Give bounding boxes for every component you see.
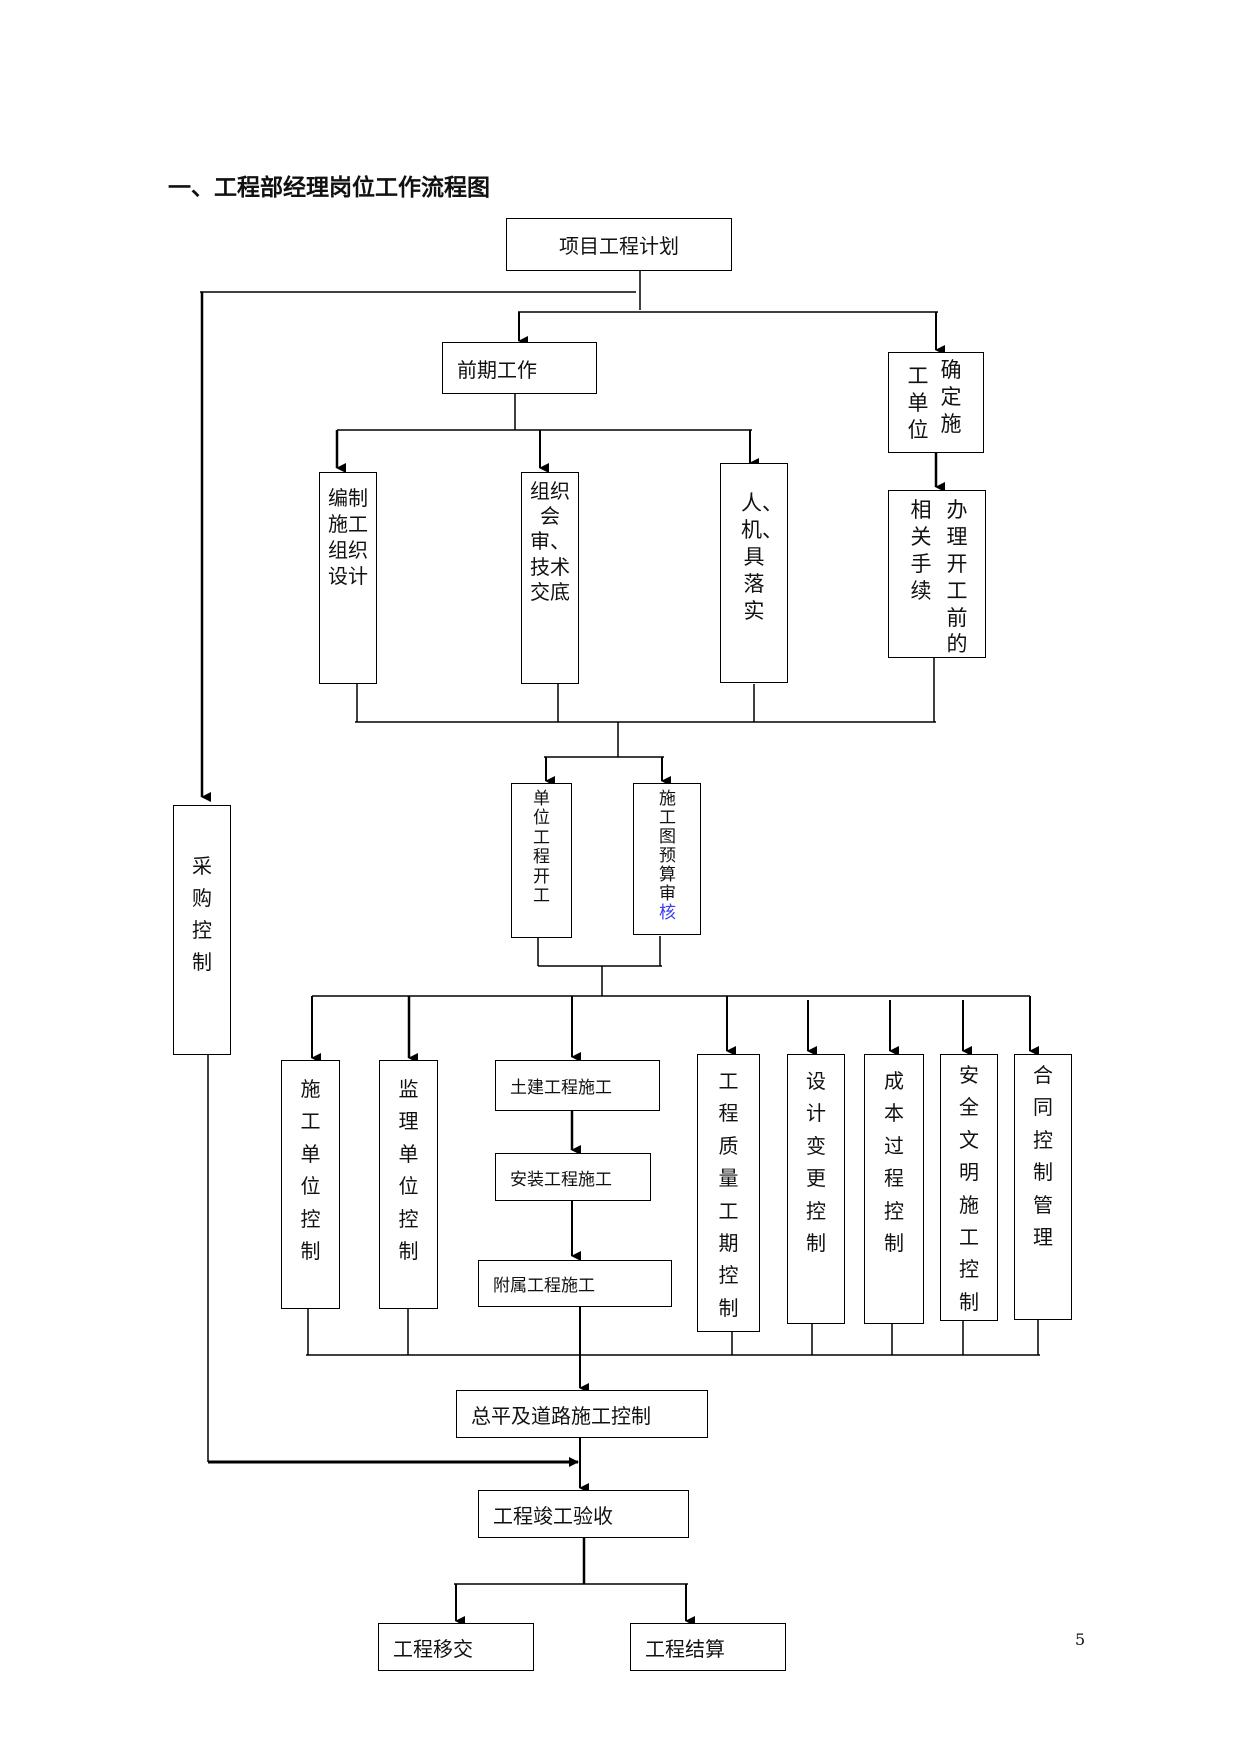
site-road-label: 总平及道路施工控制 bbox=[471, 1403, 651, 1428]
start-procedures-col-right: 办理开工前的 bbox=[946, 498, 968, 657]
budget-review-label: 施工图预算审核 bbox=[634, 789, 700, 924]
start-procedures-col-left: 相关手续 bbox=[910, 498, 932, 603]
ancillary-works-label: 附属工程施工 bbox=[493, 1276, 595, 1296]
budget-review-box: 施工图预算审核 bbox=[633, 783, 701, 935]
quality-schedule-box: 工程质量工期控制 bbox=[697, 1054, 760, 1332]
budget-review-last-char: 核 bbox=[659, 903, 676, 924]
project-plan-box: 项目工程计划 bbox=[506, 218, 732, 271]
settlement-box: 工程结算 bbox=[630, 1623, 786, 1671]
cost-process-label: 成本过程控制 bbox=[884, 1069, 904, 1255]
budget-review-text: 施工图预算审 bbox=[659, 789, 676, 905]
start-procedures-box: 办理开工前的 相关手续 bbox=[888, 490, 986, 658]
completion-acceptance-box: 工程竣工验收 bbox=[478, 1490, 689, 1538]
contractor-control-box: 施工单位控制 bbox=[281, 1060, 340, 1309]
completion-acceptance-label: 工程竣工验收 bbox=[493, 1503, 613, 1528]
installation-works-label: 安装工程施工 bbox=[510, 1169, 612, 1190]
procurement-box: 采购控制 bbox=[173, 805, 231, 1055]
civil-works-box: 土建工程施工 bbox=[495, 1060, 660, 1111]
contract-management-label: 合同控制管理 bbox=[1033, 1063, 1053, 1249]
installation-works-box: 安装工程施工 bbox=[495, 1153, 651, 1201]
construction-design-box: 编制施工组织设计 bbox=[319, 472, 377, 684]
design-change-label: 设计变更控制 bbox=[806, 1069, 826, 1255]
handover-box: 工程移交 bbox=[378, 1623, 534, 1671]
preliminary-work-box: 前期工作 bbox=[442, 342, 597, 394]
review-disclosure-box: 组织会审、技术交底 bbox=[521, 472, 579, 684]
settlement-label: 工程结算 bbox=[645, 1636, 725, 1661]
unit-start-box: 单位工程开工 bbox=[511, 783, 572, 938]
safety-civilized-box: 安全文明施工控制 bbox=[940, 1054, 998, 1321]
unit-start-label: 单位工程开工 bbox=[533, 789, 550, 906]
preliminary-work-label: 前期工作 bbox=[457, 357, 537, 382]
page-number: 5 bbox=[1075, 1630, 1086, 1649]
resources-label: 人、机、具落实 bbox=[741, 491, 783, 623]
procurement-label: 采购控制 bbox=[192, 854, 212, 974]
construction-design-label: 编制施工组织设计 bbox=[328, 486, 368, 588]
safety-civilized-label: 安全文明施工控制 bbox=[959, 1063, 979, 1314]
site-road-box: 总平及道路施工控制 bbox=[456, 1390, 708, 1438]
supervisor-control-label: 监理单位控制 bbox=[398, 1077, 419, 1263]
contract-management-box: 合同控制管理 bbox=[1014, 1054, 1072, 1320]
project-plan-label: 项目工程计划 bbox=[559, 234, 679, 258]
ancillary-works-box: 附属工程施工 bbox=[478, 1260, 672, 1307]
cost-process-box: 成本过程控制 bbox=[864, 1054, 924, 1324]
design-change-box: 设计变更控制 bbox=[787, 1054, 845, 1324]
supervisor-control-box: 监理单位控制 bbox=[379, 1060, 438, 1309]
contractor-control-label: 施工单位控制 bbox=[300, 1077, 321, 1263]
confirm-contractor-col-left: 工单位 bbox=[907, 364, 929, 442]
civil-works-label: 土建工程施工 bbox=[510, 1078, 612, 1098]
review-disclosure-label: 组织会审、技术交底 bbox=[530, 479, 570, 604]
confirm-contractor-col-right: 确定施 bbox=[940, 358, 962, 436]
quality-schedule-label: 工程质量工期控制 bbox=[718, 1069, 739, 1320]
handover-label: 工程移交 bbox=[393, 1636, 473, 1661]
confirm-contractor-box: 确定施 工单位 bbox=[888, 352, 984, 453]
resources-box: 人、机、具落实 bbox=[720, 463, 788, 683]
page-title: 一、工程部经理岗位工作流程图 bbox=[168, 175, 490, 201]
